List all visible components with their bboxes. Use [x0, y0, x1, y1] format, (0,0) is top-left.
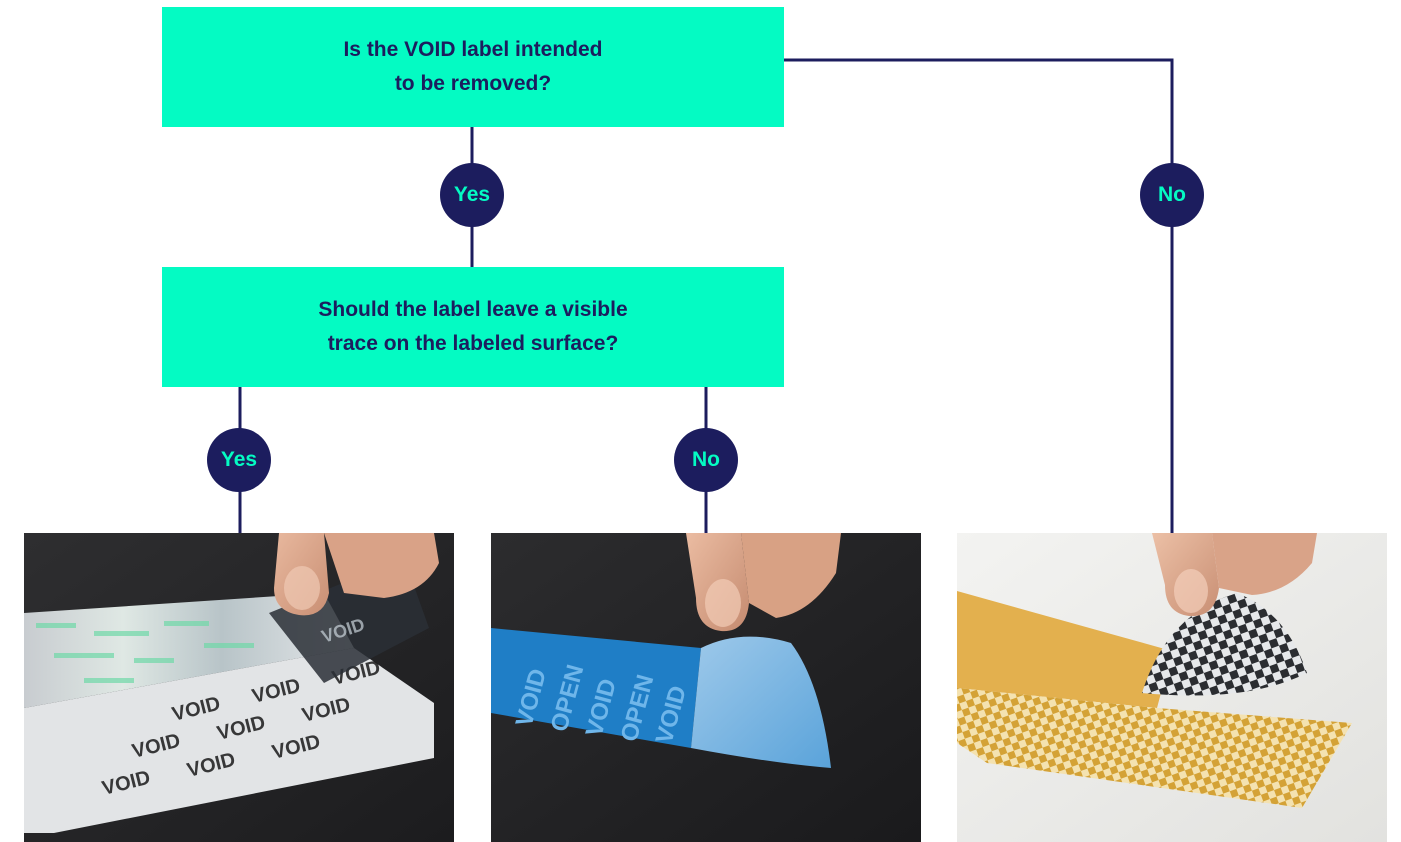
blue-void-label-photo: VOID OPEN VOID OPEN VOID [491, 533, 921, 842]
answer-no-removal-badge: No [1140, 163, 1204, 227]
question-removal-box: Is the VOID label intended to be removed… [162, 7, 784, 127]
answer-yes-trace-badge: Yes [207, 428, 271, 492]
question-trace-line1: Should the label leave a visible [318, 298, 628, 321]
answer-no-trace-badge: No [674, 428, 738, 492]
question-removal-line1: Is the VOID label intended [343, 38, 603, 61]
answer-yes-removal-badge: Yes [440, 163, 504, 227]
question-trace-line2: trace on the labeled surface? [327, 332, 619, 355]
checkerboard-label-photo [957, 533, 1387, 842]
holographic-void-label-photo: VOID VOID VOID VOID VOID VOID VOID VOID … [24, 533, 454, 842]
question-trace-box: Should the label leave a visible trace o… [162, 267, 784, 387]
question-removal-line2: to be removed? [394, 72, 552, 95]
